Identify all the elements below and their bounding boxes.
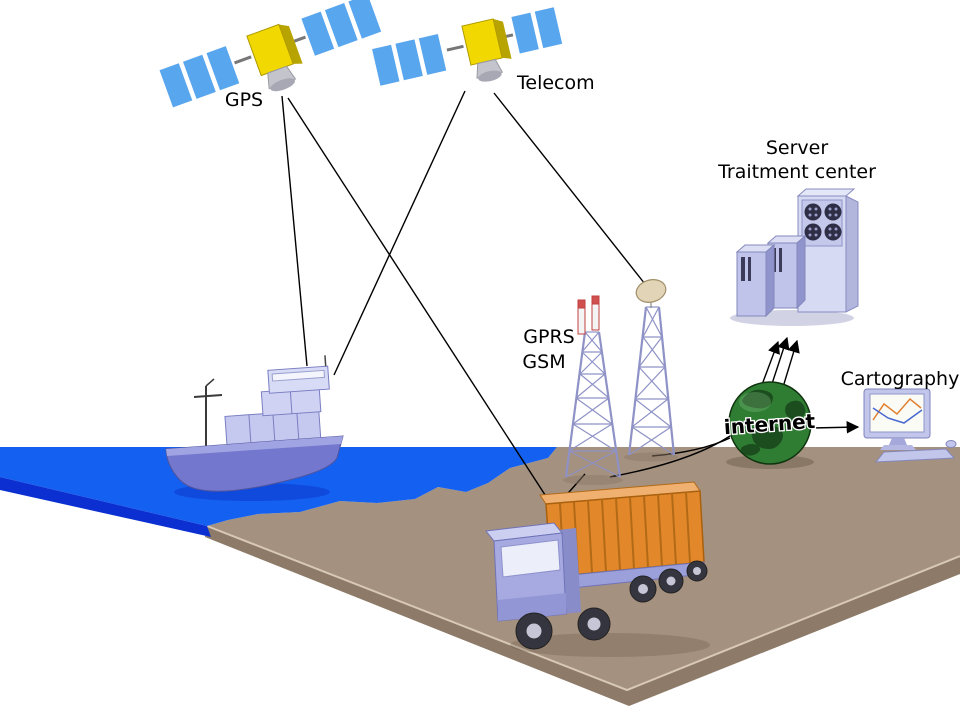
dish-tower — [624, 279, 678, 462]
server-cabinet — [796, 188, 859, 313]
link-telecom-ship — [333, 90, 466, 376]
mouse — [945, 440, 957, 448]
truck-cab — [485, 522, 581, 622]
telecom-label: Telecom — [516, 72, 595, 94]
gps-solar-panel-right — [298, 0, 385, 59]
cartography-workstation — [863, 388, 957, 463]
satellite-dish — [635, 279, 667, 303]
gps-label: GPS — [225, 89, 263, 111]
cartography-label: Cartography — [841, 368, 960, 390]
server-treatment-center — [730, 188, 859, 326]
gprs-label: GPRS — [523, 326, 574, 348]
arrow-globe-cartography — [811, 420, 860, 434]
gsm-label: GSM — [522, 351, 565, 373]
telecom-solar-panel-left — [369, 30, 450, 89]
globe-continents — [740, 389, 806, 456]
monitor — [863, 388, 931, 450]
ship-bridge-windows — [271, 369, 326, 382]
telecom-satellite-body — [461, 18, 512, 82]
water-front-edge — [0, 477, 211, 537]
gps-satellite-body — [246, 23, 303, 92]
terrain — [0, 447, 960, 706]
ship-hull-band — [166, 436, 343, 456]
server-label-line2: Traitment center — [717, 161, 876, 183]
telecom-solar-panel-right — [508, 4, 566, 57]
gps-solar-panel-left — [156, 42, 243, 111]
ground-front-bevel — [206, 525, 960, 692]
link-telecom-dish — [493, 92, 646, 285]
truck-container — [539, 481, 705, 578]
gsm-antenna — [577, 295, 600, 335]
gsm-tower — [563, 295, 623, 485]
server-label-line1: Server — [766, 137, 828, 159]
truck — [485, 481, 710, 657]
truck-wheels — [515, 560, 708, 650]
server-fan-icons — [804, 203, 842, 241]
server-rack-front — [735, 243, 776, 318]
link-gps-ship — [281, 95, 308, 367]
keyboard — [874, 448, 956, 463]
link-gps-truck — [287, 97, 550, 502]
ship — [165, 355, 344, 492]
internet-globe: internet — [722, 381, 818, 469]
gps-satellite — [156, 0, 385, 111]
telecom-satellite — [369, 4, 566, 89]
